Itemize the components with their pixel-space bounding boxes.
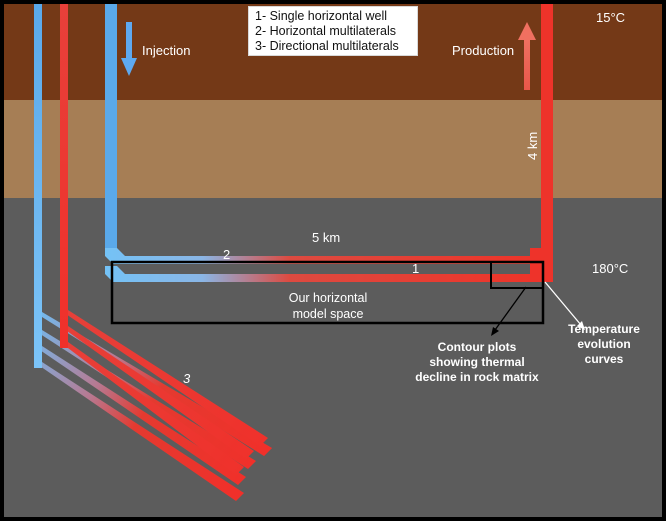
legend-item-1: 1- Single horizontal well [255,9,388,23]
diagonal-lateral-end-a [264,448,272,456]
temperature-curves-line1: Temperature [568,322,640,336]
legend-item-3: 3- Directional multilaterals [255,39,399,53]
legend-item-2: 2- Horizontal multilaterals [255,24,397,38]
injection-arrow-icon [121,22,137,76]
lateral-upper [105,248,545,264]
model-space-inner-frame [490,261,544,289]
reservoir-temperature-label: 180°C [592,261,628,276]
contour-label-line1: Contour plots [438,340,517,354]
model-space-label-line1: Our horizontal [289,291,368,305]
model-space-label-line2: model space [293,307,364,321]
lateral-lower [105,266,545,282]
model-space-frame [110,260,545,325]
temperature-curves-line3: curves [585,352,624,366]
production-corner [530,248,553,282]
bottom-layer [4,198,662,517]
directional-multilaterals [34,310,272,501]
contour-label-line3: decline in rock matrix [415,370,539,384]
contour-label-line2: showing thermal [429,355,524,369]
depth-label: 4 km [525,132,540,160]
middle-layer [4,100,662,198]
length-label: 5 km [312,230,340,245]
production-label: Production [452,43,514,58]
left-production-well [60,4,68,348]
config-1-label: 1 [412,261,419,276]
temperature-pointer-arrow [544,281,585,330]
diagonal-red-c [60,342,244,475]
surface-temperature-label: 15°C [596,10,625,25]
left-injection-well [34,4,42,368]
production-arrow-icon [518,22,536,90]
config-3-label: 3 [183,371,191,386]
diagonal-lateral-c [34,346,246,485]
injection-label: Injection [142,43,190,58]
production-well [541,4,553,280]
diagonal-red-b [60,326,254,459]
diagonal-lateral-d [34,362,244,501]
legend: 1- Single horizontal well 2- Horizontal … [248,6,418,56]
injection-well [105,4,117,252]
config-2-label: 2 [223,247,230,262]
temperature-curves-line2: evolution [577,337,630,351]
diagonal-red-a [60,310,268,446]
contour-pointer-arrow [491,286,527,336]
